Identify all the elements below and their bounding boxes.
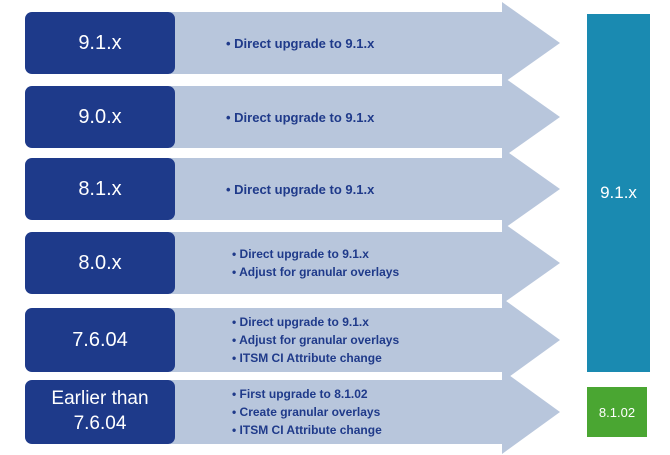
upgrade-steps: • Direct upgrade to 9.1.x • Adjust for gr…	[232, 298, 470, 382]
upgrade-steps: • Direct upgrade to 9.1.x	[226, 148, 470, 230]
source-version-box: 9.1.x	[25, 12, 175, 74]
row-arrow: • Direct upgrade to 9.1.x	[170, 148, 560, 230]
row-arrow: • Direct upgrade to 9.1.x • Adjust for gr…	[170, 298, 560, 382]
upgrade-step: • Direct upgrade to 9.1.x	[232, 247, 369, 261]
source-version-box: 8.0.x	[25, 232, 175, 294]
source-version-box: Earlier than 7.6.04	[25, 380, 175, 444]
upgrade-step: • ITSM CI Attribute change	[232, 351, 382, 365]
upgrade-step: • Direct upgrade to 9.1.x	[226, 109, 375, 125]
source-version-box: 8.1.x	[25, 158, 175, 220]
source-version-box: 7.6.04	[25, 308, 175, 372]
upgrade-steps: • Direct upgrade to 9.1.x • Adjust for gr…	[232, 222, 470, 304]
upgrade-step: • Adjust for granular overlays	[232, 333, 400, 347]
upgrade-steps: • Direct upgrade to 9.1.x	[226, 2, 470, 84]
row-arrow: • First upgrade to 8.1.02 • Create granul…	[170, 370, 560, 454]
upgrade-step: • ITSM CI Attribute change	[232, 423, 382, 437]
upgrade-step: • Direct upgrade to 9.1.x	[226, 35, 375, 51]
upgrade-step: • Create granular overlays	[232, 405, 381, 419]
target-version-8-1-02: 8.1.02	[587, 387, 647, 437]
upgrade-step: • Adjust for granular overlays	[232, 265, 400, 279]
row-arrow: • Direct upgrade to 9.1.x • Adjust for gr…	[170, 222, 560, 304]
upgrade-step: • Direct upgrade to 9.1.x	[226, 181, 375, 197]
row-arrow: • Direct upgrade to 9.1.x	[170, 76, 560, 158]
source-version-box: 9.0.x	[25, 86, 175, 148]
upgrade-step: • First upgrade to 8.1.02	[232, 387, 368, 401]
upgrade-steps: • First upgrade to 8.1.02 • Create granul…	[232, 370, 470, 454]
upgrade-steps: • Direct upgrade to 9.1.x	[226, 76, 470, 158]
upgrade-step: • Direct upgrade to 9.1.x	[232, 315, 369, 329]
target-version-9-1-x: 9.1.x	[587, 14, 650, 372]
row-arrow: • Direct upgrade to 9.1.x	[170, 2, 560, 84]
